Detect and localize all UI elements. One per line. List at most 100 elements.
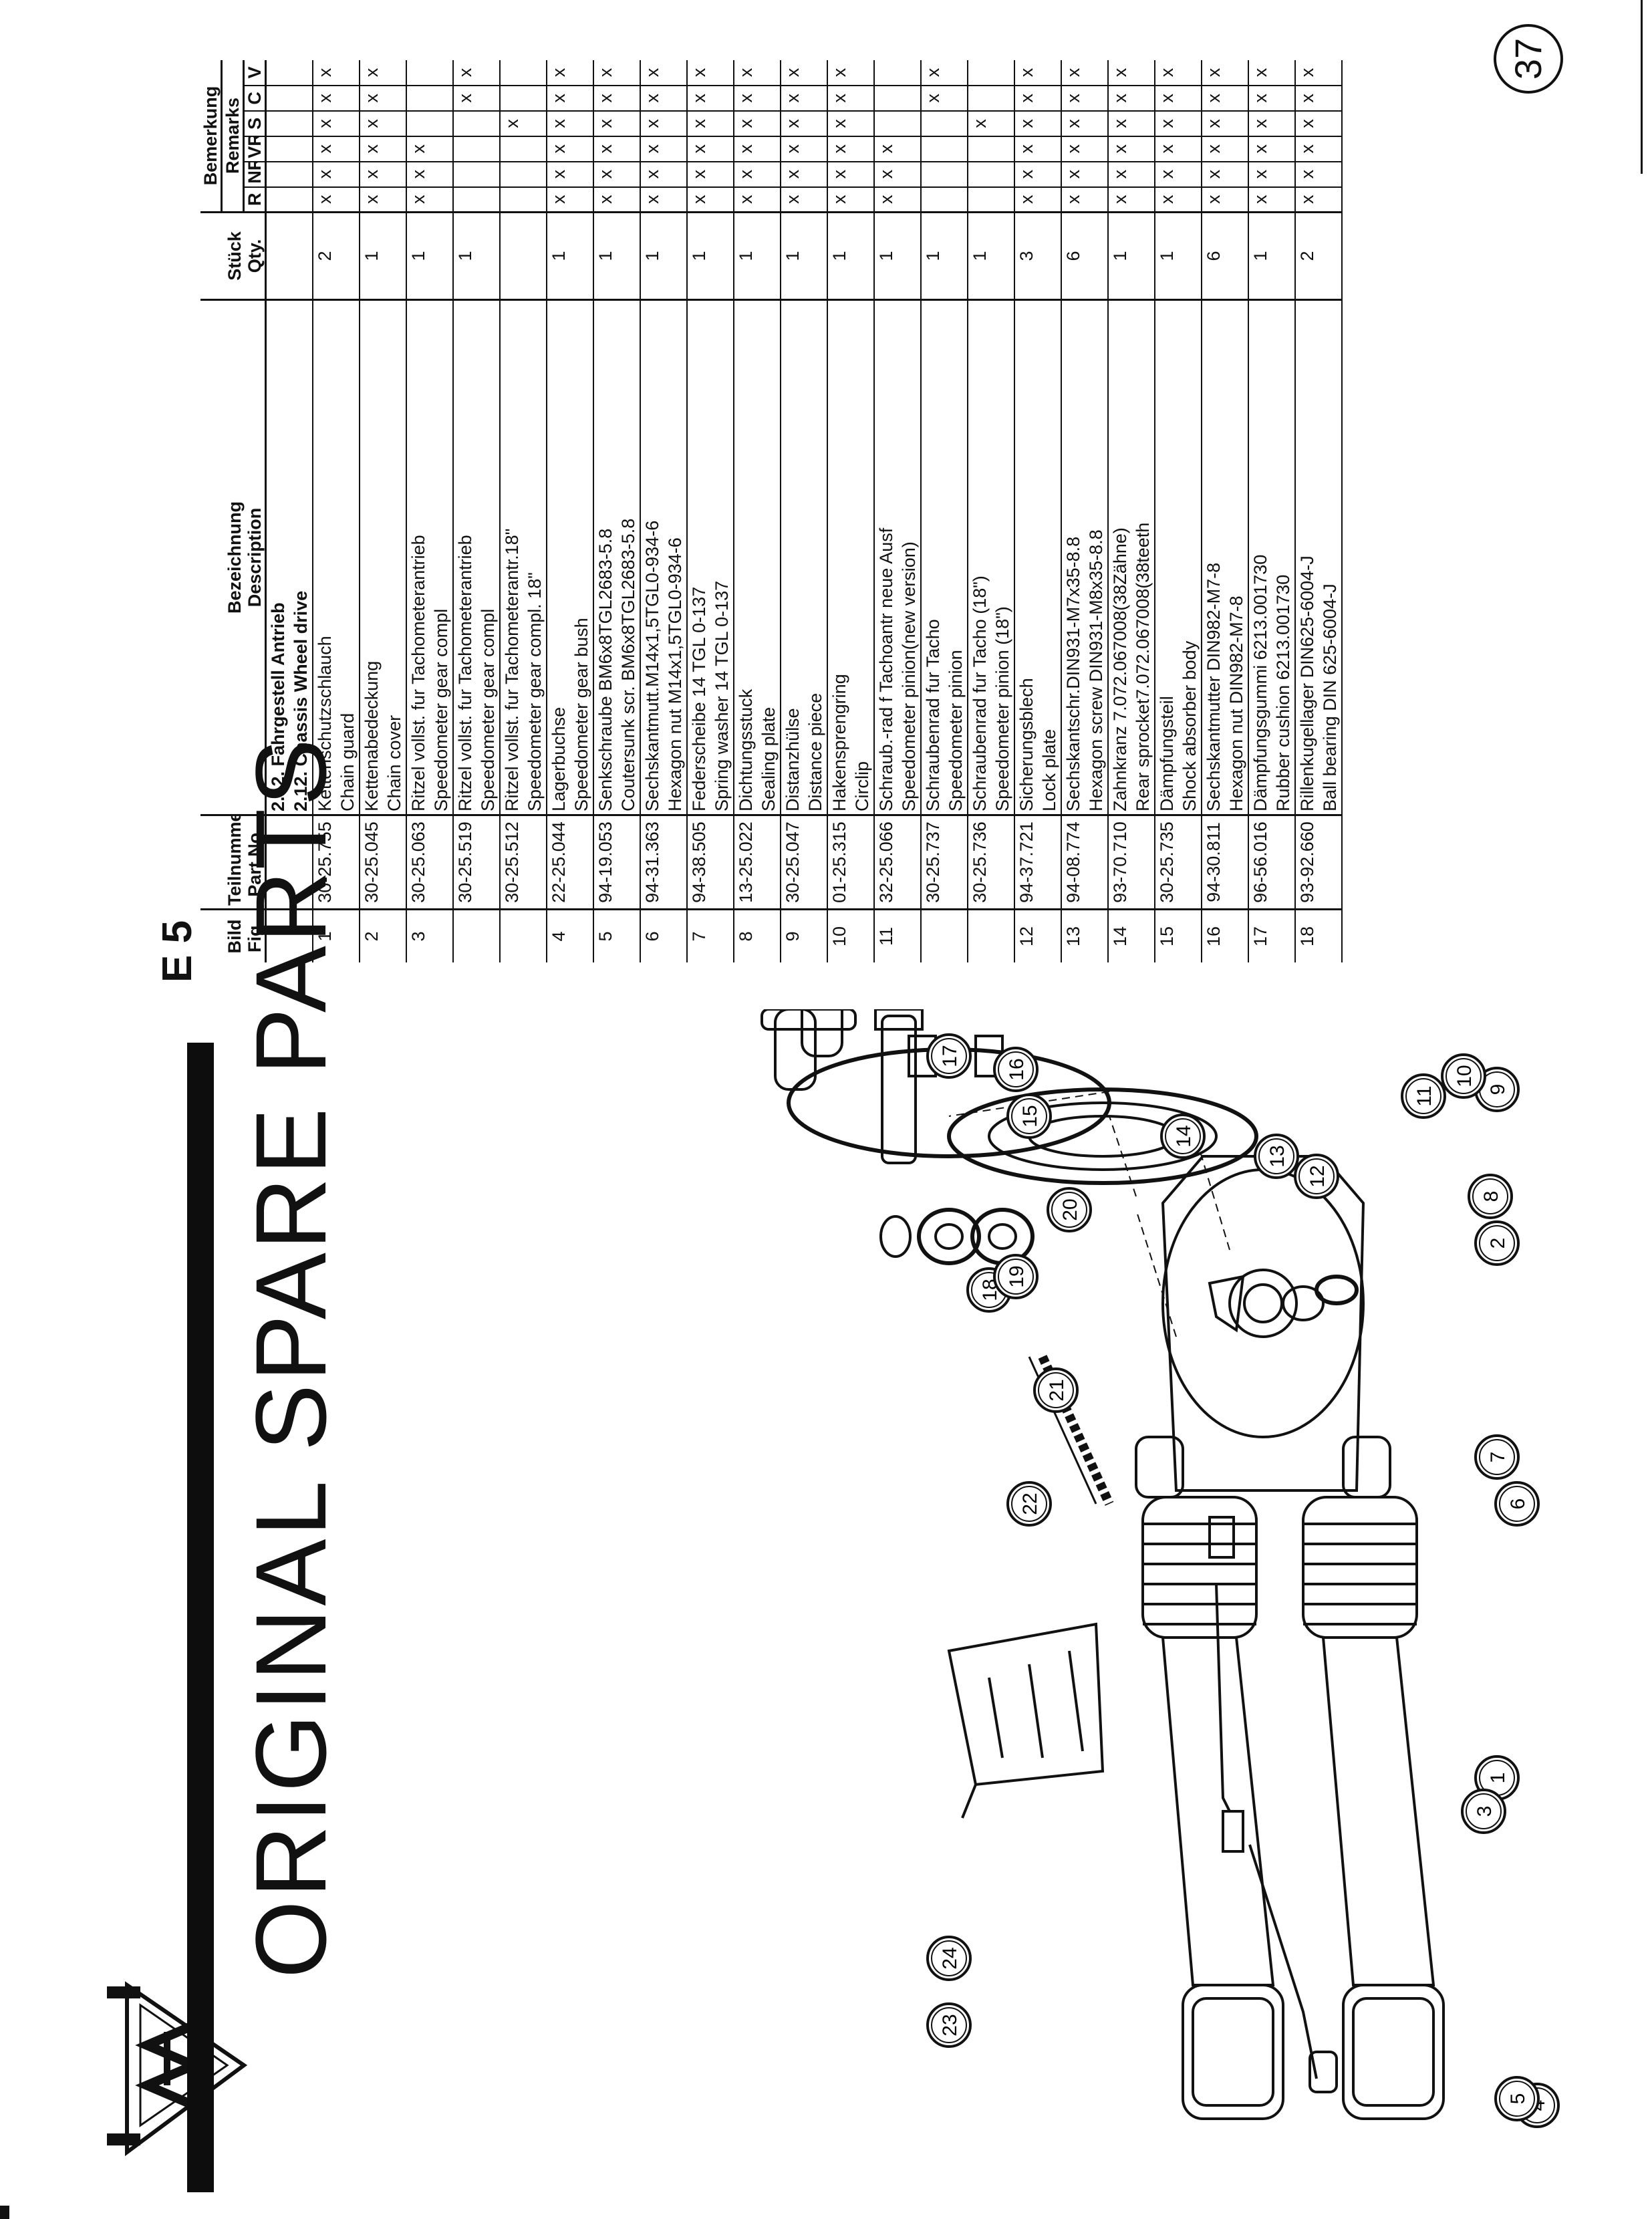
table-row-sub: Speedometer gear compl xyxy=(476,60,500,962)
quantity: 1 xyxy=(593,212,617,300)
fig-cell xyxy=(476,909,500,962)
remark-mark xyxy=(921,186,944,213)
fig-cell xyxy=(1038,909,1061,962)
remark-cell xyxy=(757,161,781,187)
qty-cell xyxy=(804,212,827,300)
part-cell xyxy=(383,815,406,910)
remark-mark: x xyxy=(1108,85,1131,111)
part-number: 30-25.047 xyxy=(781,815,804,910)
remark-cell xyxy=(851,110,874,136)
remark-cell xyxy=(1131,161,1155,187)
remark-cell xyxy=(1319,60,1342,86)
part-number: 30-25.737 xyxy=(921,815,944,910)
remark-mark: x xyxy=(455,68,475,78)
remark-mark: x xyxy=(1155,85,1178,111)
callout-6: 6 xyxy=(1494,1481,1540,1527)
remark-mark: x xyxy=(687,136,710,162)
remark-mark: x xyxy=(781,136,804,162)
part-number: 94-08.774 xyxy=(1061,815,1085,910)
remark-mark: x xyxy=(736,68,756,78)
remark-cell xyxy=(1319,85,1342,111)
part-number: 30-25.755 xyxy=(313,815,336,910)
description-en: Speedometer pinion(new version) xyxy=(898,299,921,815)
remark-mark: x xyxy=(360,110,383,136)
remark-mark: x xyxy=(1248,85,1272,111)
remark-cell xyxy=(1319,186,1342,213)
remark-cell xyxy=(757,136,781,162)
remark-cell xyxy=(1225,136,1248,162)
callout-label: 11 xyxy=(1413,1085,1435,1106)
quantity: 1 xyxy=(1248,212,1272,300)
quantity: 1 xyxy=(874,212,898,300)
fig-number: 13 xyxy=(1061,909,1085,962)
part-cell xyxy=(804,815,827,910)
fig-cell xyxy=(1085,909,1108,962)
chain-case-bracket xyxy=(947,1622,1105,1819)
table-row-sub: Sealing plate xyxy=(757,60,781,962)
remark-mark: x xyxy=(640,136,664,162)
qty-cell xyxy=(1272,212,1295,300)
remark-cell xyxy=(991,60,1014,86)
remark-cell xyxy=(570,136,593,162)
fig-number xyxy=(968,909,991,962)
remark-cell xyxy=(1038,110,1061,136)
callout-9: 9 xyxy=(1474,1067,1520,1112)
qty-cell xyxy=(523,212,547,300)
remark-mark: x xyxy=(781,110,804,136)
remark-cell xyxy=(1272,60,1295,86)
part-cell xyxy=(570,815,593,910)
fig-cell xyxy=(1178,909,1202,962)
remark-mark xyxy=(874,85,898,111)
remark-mark: x xyxy=(687,186,710,213)
description-en: Spring washer 14 TGL 0-137 xyxy=(710,299,734,815)
description-de: Ritzel vollst. fur Tachometerantrieb xyxy=(406,299,430,815)
fig-cell xyxy=(710,909,734,962)
remark-cell xyxy=(1225,60,1248,86)
remark-cell xyxy=(664,60,687,86)
fig-number: 6 xyxy=(640,909,664,962)
remark-mark: x xyxy=(1248,161,1272,187)
callout-label: 17 xyxy=(939,1045,961,1067)
remark-mark: x xyxy=(593,161,617,187)
remark-mark xyxy=(406,85,430,111)
remark-mark xyxy=(453,186,476,213)
remark-mark xyxy=(500,60,523,86)
remark-mark: x xyxy=(827,85,851,111)
remark-cell xyxy=(570,60,593,86)
remark-mark: x xyxy=(827,161,851,187)
remark-mark: x xyxy=(1014,186,1038,213)
remark-cell xyxy=(617,60,640,86)
callout-label: 8 xyxy=(1480,1191,1502,1202)
description-de: Senkschraube BM6x8TGL2683-5.8 xyxy=(593,299,617,815)
remark-mark: x xyxy=(827,110,851,136)
part-cell xyxy=(851,815,874,910)
quantity: 1 xyxy=(968,212,991,300)
remark-cell xyxy=(1178,60,1202,86)
remark-mark: x xyxy=(547,161,570,187)
remark-cell xyxy=(1038,85,1061,111)
remark-mark: x xyxy=(313,136,336,162)
remark-mark: x xyxy=(1295,161,1319,187)
remark-cell xyxy=(1225,85,1248,111)
remark-cell xyxy=(523,186,547,213)
callout-label: 9 xyxy=(1487,1084,1509,1095)
qty-cell xyxy=(1319,212,1342,300)
remark-mark: x xyxy=(921,85,944,111)
description-de: Kettenschutzschlauch xyxy=(313,299,336,815)
part-number: 96-56.016 xyxy=(1248,815,1272,910)
exploded-diagram: 123456789101112131415161718192021222324 xyxy=(535,974,1577,2159)
description-en: Shock absorber body xyxy=(1178,299,1202,815)
callout-label: 13 xyxy=(1266,1145,1288,1167)
remark-cell xyxy=(804,85,827,111)
callout-label: 12 xyxy=(1306,1165,1329,1187)
remark-mark: x xyxy=(874,161,898,187)
remark-cell xyxy=(1178,85,1202,111)
remark-mark: x xyxy=(547,136,570,162)
remark-cell xyxy=(430,85,453,111)
remark-mark: x xyxy=(923,68,943,78)
fig-number: 10 xyxy=(827,909,851,962)
